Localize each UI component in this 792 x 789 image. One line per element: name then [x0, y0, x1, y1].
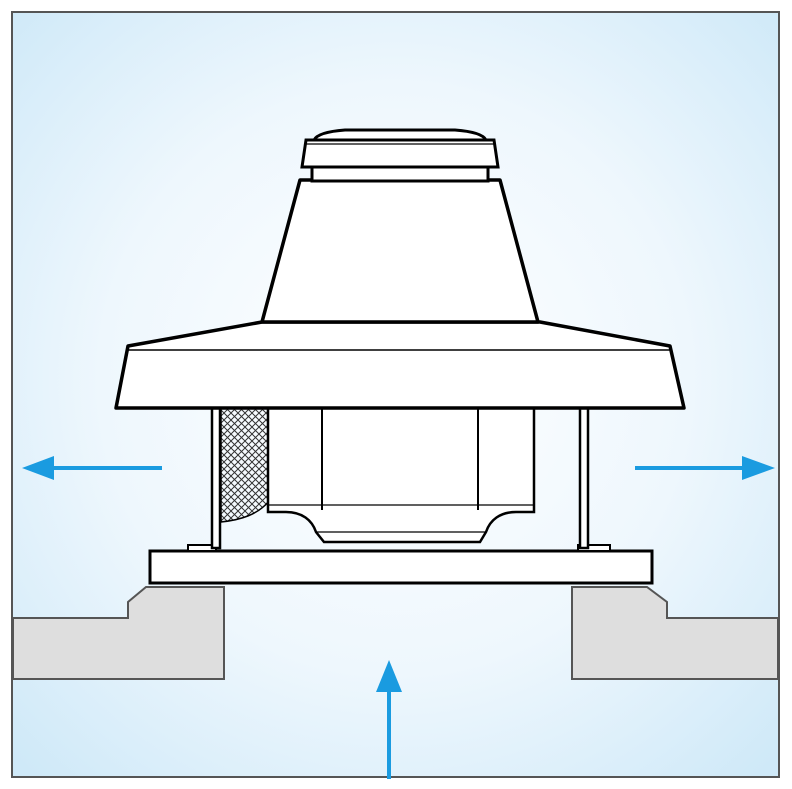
impeller	[266, 406, 536, 544]
arrow-up-icon	[376, 660, 402, 779]
roof-slab-left	[12, 586, 225, 680]
impeller-body	[266, 406, 536, 544]
roof-slab-right	[571, 586, 779, 680]
motor-dome	[311, 128, 489, 142]
frame-border	[11, 11, 780, 778]
arrow-left-icon	[22, 456, 162, 480]
support-post-left	[210, 406, 222, 550]
base-plate	[148, 549, 654, 585]
motor-band	[310, 165, 490, 183]
hood-skirt	[114, 320, 686, 410]
support-post-right	[578, 406, 590, 550]
arrow-right-icon	[635, 456, 775, 480]
motor-cone	[260, 178, 540, 324]
mount-foot-right	[577, 544, 611, 552]
